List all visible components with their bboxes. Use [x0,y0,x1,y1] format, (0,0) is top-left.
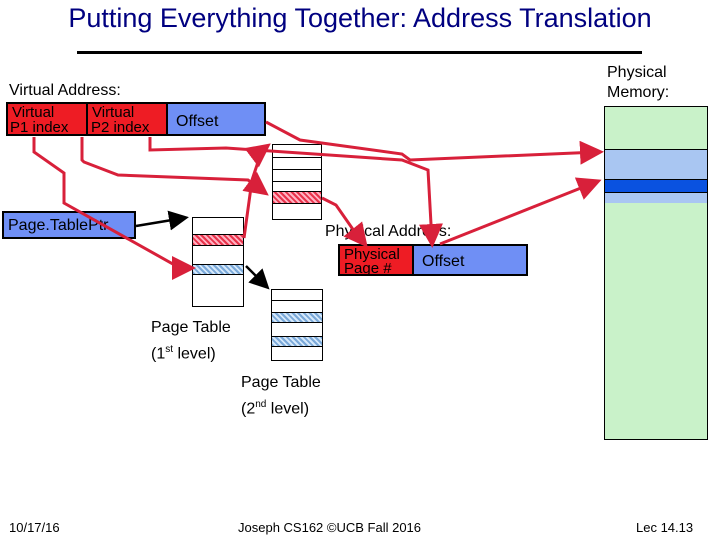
memory-target-word [605,179,707,193]
first-level-selected-entry [193,234,243,245]
virtual-offset-field: Offset [166,102,266,136]
lower-table-entry-2 [272,336,322,346]
virtual-offset-label: Offset [176,113,219,130]
page-table-ptr-arrow [135,210,189,231]
page-table-ptr-box: Page.TablePtr [2,211,136,239]
first-level-second-entry [193,264,243,274]
p2-index-arrow [80,137,269,196]
virtual-p2-line1: Virtual [92,104,135,121]
physical-offset-label: Offset [422,253,465,270]
memory-page-frame-rest [605,193,707,203]
second-level-table-lower [271,289,323,361]
footer-lecture: Lec 14.13 [636,520,694,535]
physical-memory-block [604,106,708,440]
address-to-memory-page-arrow [265,120,604,165]
slide-title: Putting Everything Together: Address Tra… [68,3,652,33]
physical-address-bar: Physical Page # Offset [338,244,528,276]
virtual-p1-line1: Virtual [12,104,55,121]
title-underline [77,51,642,54]
p1-index-arrow [32,137,196,280]
page-table-1-line1: Page Table [151,319,231,336]
entry-to-physical-page-arrow [321,196,368,248]
page-table-2-line2: (2nd level) [241,399,310,418]
page-table-2-caption: Page Table (2nd level) [241,372,321,420]
page-table-ptr-label: Page.TablePtr [8,217,109,234]
second-level-table-upper [272,144,322,220]
physical-page-field: Physical Page # [338,244,414,276]
virtual-address-bar: Virtual P1 index Virtual P2 index Offset [6,102,266,136]
physical-memory-label: Physical Memory: [607,63,669,103]
physical-memory-line1: Physical [607,64,667,81]
physical-offset-field: Offset [412,244,528,276]
first-level-table [192,217,244,307]
first-to-second-arrow [242,143,271,239]
memory-page-frame [605,149,707,179]
first-to-lower-arrow [245,265,270,290]
physical-address-to-memory-arrow [439,177,602,246]
footer-credit: Joseph CS162 ©UCB Fall 2016 [238,520,422,535]
virtual-p1-index-field: Virtual P1 index [6,102,88,136]
page-table-1-caption: Page Table (1st level) [151,317,231,365]
physical-page-line1: Physical [344,246,400,263]
upper-table-selected-entry [273,191,321,203]
virtual-p2-index-field: Virtual P2 index [86,102,168,136]
physical-memory-line2: Memory: [607,84,670,101]
page-table-1-line2: (1st level) [151,344,216,363]
footer-date: 10/17/16 [9,520,60,535]
lower-table-entry-1 [272,312,322,322]
virtual-p2-line2: P2 index [91,119,150,136]
virtual-p1-line2: P1 index [10,119,69,136]
offset-arrow [148,137,443,248]
virtual-address-label: Virtual Address: [9,82,121,99]
physical-page-line2: Page # [344,260,392,277]
page-table-2-line1: Page Table [241,374,321,391]
